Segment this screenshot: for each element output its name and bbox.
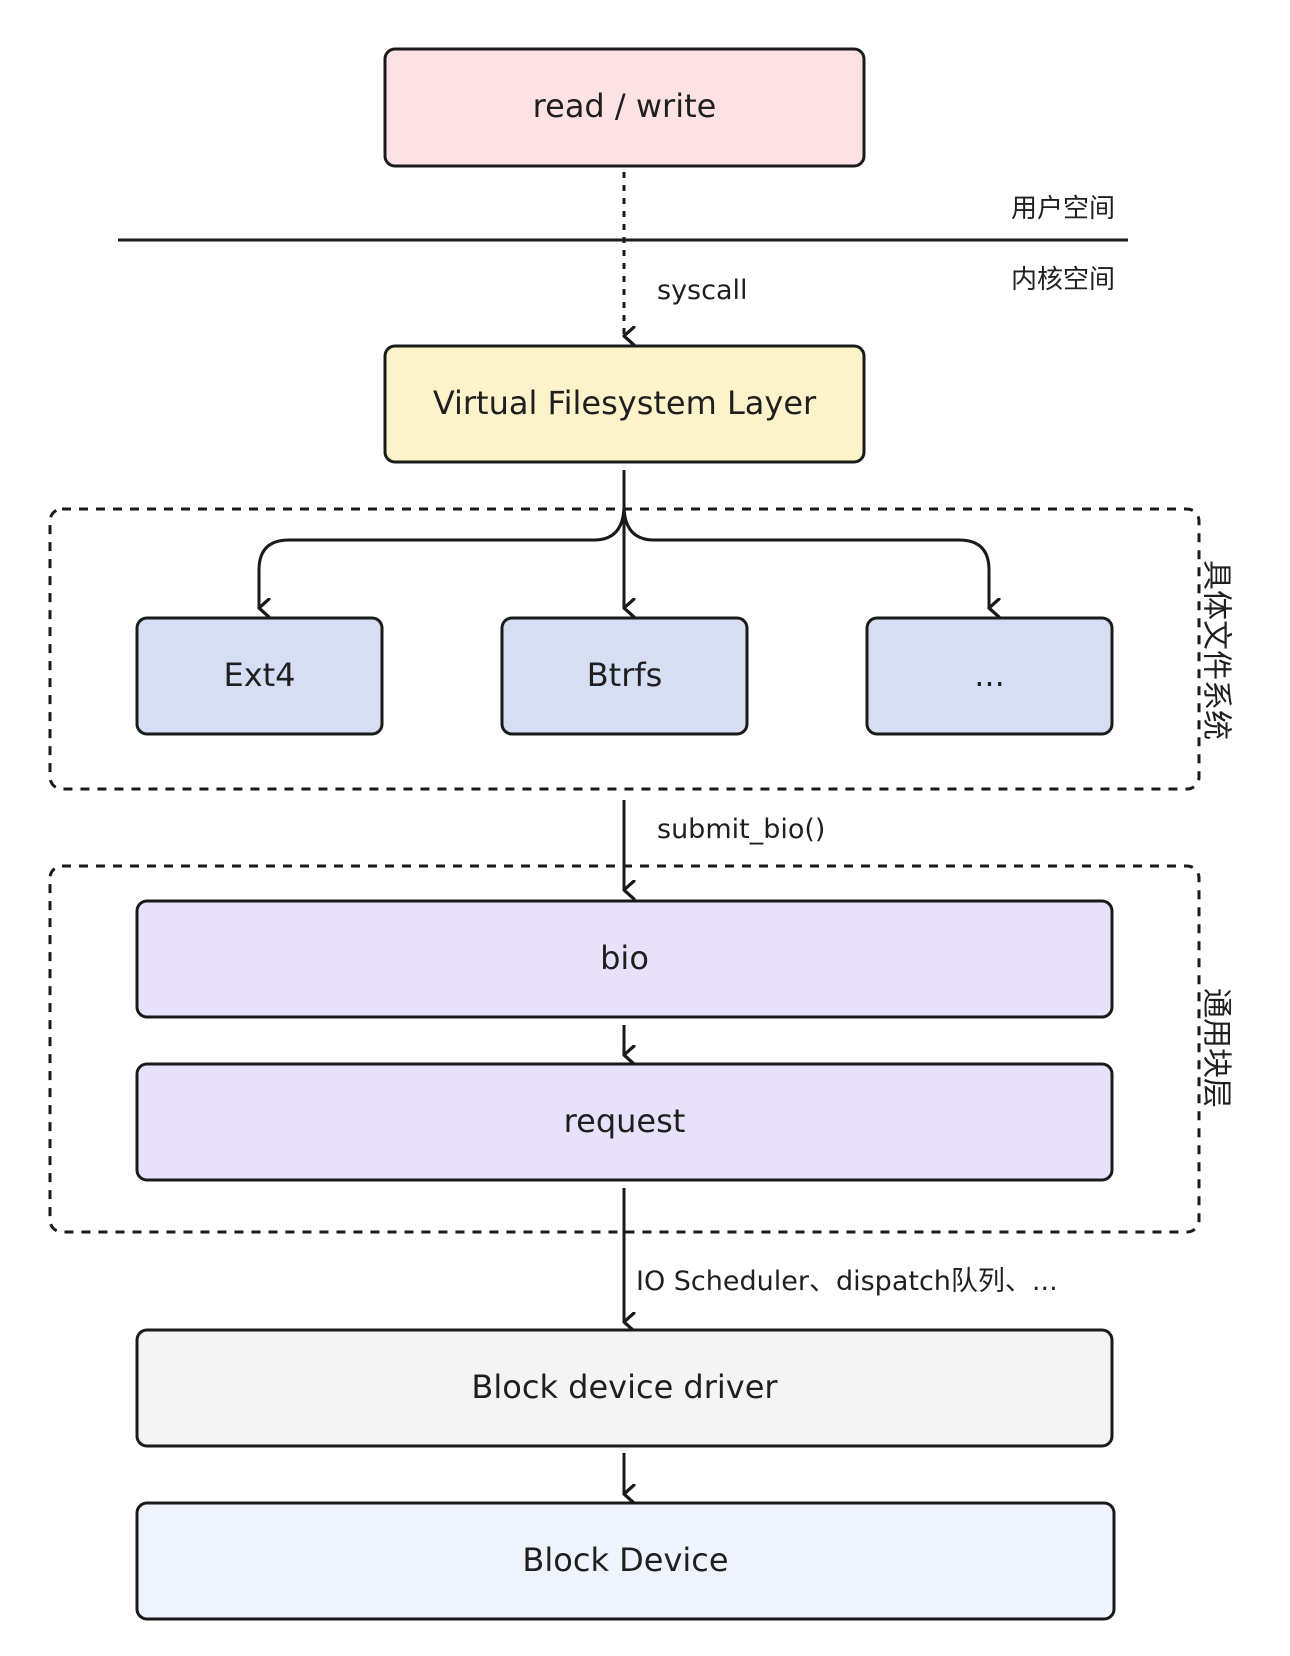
vfs-label: Virtual Filesystem Layer — [433, 384, 817, 422]
ext4-node: Ext4 — [135, 616, 384, 736]
vfs-node: Virtual Filesystem Layer — [383, 344, 866, 464]
bio-node: bio — [135, 899, 1114, 1019]
concrete-fs-group-label: 具体文件系统 — [1199, 560, 1234, 740]
request-label: request — [564, 1102, 686, 1140]
submit-bio-label: submit_bio() — [657, 814, 825, 845]
read-write-label: read / write — [533, 87, 717, 125]
vfs-to-other-fs-arrow — [622, 504, 989, 608]
ext4-label: Ext4 — [223, 656, 295, 694]
block-device-label: Block Device — [522, 1541, 728, 1579]
block-device-node: Block Device — [135, 1501, 1116, 1621]
kernel-space-label: 内核空间 — [1011, 265, 1115, 295]
block-device-driver-label: Block device driver — [471, 1368, 778, 1406]
vfs-to-ext4-arrow — [259, 504, 626, 608]
user-space-label: 用户空间 — [1011, 194, 1115, 224]
other-fs-label: ... — [974, 656, 1005, 694]
request-node: request — [135, 1062, 1114, 1182]
bio-label: bio — [600, 939, 649, 977]
read-write-node: read / write — [383, 47, 866, 168]
block-device-driver-node: Block device driver — [135, 1328, 1114, 1448]
btrfs-node: Btrfs — [500, 616, 749, 736]
other-fs-node: ... — [865, 616, 1114, 736]
syscall-label: syscall — [657, 275, 748, 306]
generic-block-layer-group-label: 通用块层 — [1199, 988, 1234, 1108]
io-scheduler-label: IO Scheduler、dispatch队列、... — [636, 1266, 1058, 1297]
btrfs-label: Btrfs — [587, 656, 663, 694]
